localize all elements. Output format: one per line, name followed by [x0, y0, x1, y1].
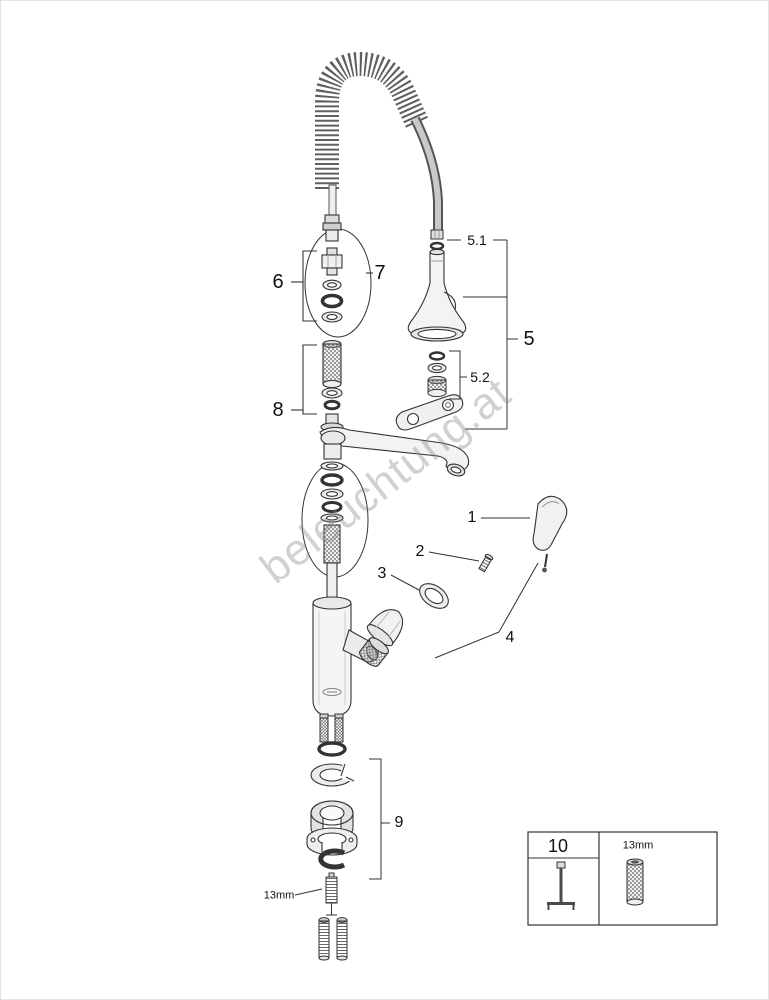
callout-6: 6 [272, 271, 284, 293]
tool-box-part-10-label: 10 [547, 836, 569, 856]
check-valve-parts-5-2 [427, 351, 447, 398]
tool-box-socket-size-label: 13mm [622, 839, 654, 852]
threaded-stud [325, 872, 338, 916]
hose-guide-parts [321, 339, 343, 411]
aerator-parts-5-1 [429, 229, 445, 251]
spiral-spring [315, 51, 429, 189]
holder-bracket [395, 394, 464, 431]
leader-lines-1-4 [390, 517, 539, 659]
stud-size-label: 13mm [263, 889, 295, 902]
bracket-9 [369, 758, 390, 880]
fixing-screw [478, 553, 494, 573]
callout-5-1: 5.1 [467, 232, 487, 248]
callout-2: 2 [415, 543, 425, 560]
cartridge-cap [366, 609, 404, 647]
bracket-5 [447, 239, 518, 430]
c-ring [310, 761, 365, 787]
callout-4: 4 [505, 629, 515, 646]
pull-out-hose [328, 116, 443, 230]
fixing-studs [318, 917, 348, 961]
callout-5: 5 [523, 328, 535, 350]
faucet-body [312, 596, 380, 717]
mounting-tool [547, 861, 575, 910]
supply-hoses [319, 713, 344, 743]
bracket-6 [291, 250, 317, 322]
socket-tool [626, 858, 644, 906]
base-o-ring [317, 741, 347, 757]
callout-5-2: 5.2 [470, 369, 490, 385]
spray-head [407, 248, 467, 342]
o-ring-stack [320, 461, 344, 523]
bracket-8 [291, 344, 317, 415]
collar-nut [359, 637, 389, 667]
callout-7: 7 [374, 262, 386, 284]
leader-13mm [294, 888, 323, 896]
callout-3: 3 [377, 565, 387, 582]
callout-8: 8 [272, 399, 284, 421]
callout-9: 9 [394, 814, 404, 831]
trim-ring [419, 583, 449, 609]
bracket-5-2 [449, 350, 467, 400]
lever-handle [532, 495, 568, 573]
horseshoe-clip [318, 848, 346, 870]
swivel-spout [319, 413, 470, 477]
callout-1: 1 [467, 509, 477, 526]
hose-connector-parts [320, 214, 344, 323]
